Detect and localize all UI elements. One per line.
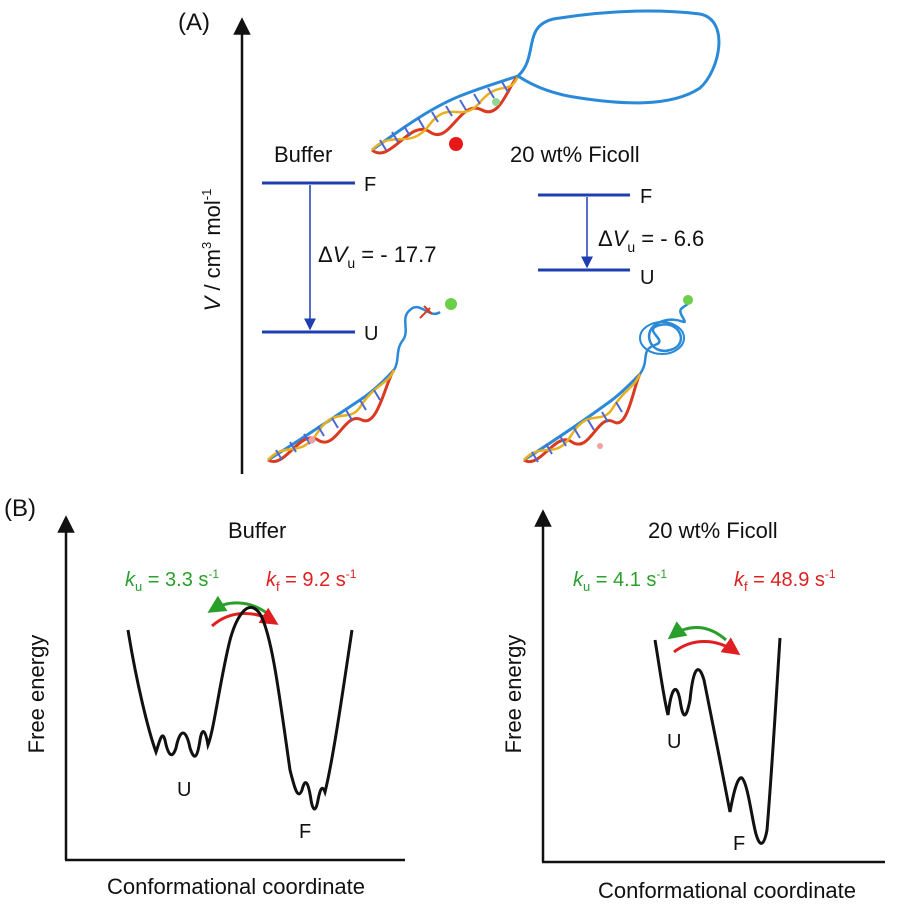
ficoll-delta-v: ΔVu = - 6.6	[598, 226, 704, 255]
volume-axis-label: V / cm3 mol-1	[199, 189, 225, 312]
buffer-landscape-title: Buffer	[228, 518, 286, 543]
buffer-level-f-label: F	[364, 174, 376, 196]
ficoll-title-a: 20 wt% Ficoll	[510, 142, 640, 167]
buffer-y-label: Free energy	[24, 635, 49, 754]
ficoll-level-f-label: F	[640, 186, 652, 208]
buffer-title: Buffer	[274, 142, 332, 167]
panel-b: (B) Buffer ku = 3.3 s-1 kf = 9.2 s-1 Fre…	[4, 495, 885, 903]
ficoll-landscape-title: 20 wt% Ficoll	[648, 518, 778, 543]
unfolded-dna-buffer-illustration	[267, 298, 457, 464]
unfolded-dna-ficoll-illustration	[523, 295, 693, 464]
buffer-level-u-label: U	[364, 323, 378, 345]
buffer-well-f: F	[299, 821, 311, 843]
ficoll-unfold-arrow	[667, 621, 727, 642]
ficoll-well-f: F	[733, 833, 745, 855]
ficoll-y-label: Free energy	[501, 635, 526, 754]
ficoll-fold-arrow	[673, 637, 741, 656]
buffer-landscape: Buffer ku = 3.3 s-1 kf = 9.2 s-1 Free en…	[24, 515, 405, 899]
panel-a: (A) V / cm3 mol-1 Buffer F U ΔVu = - 17.…	[178, 9, 721, 474]
ficoll-level-u-label: U	[640, 267, 654, 289]
buffer-well-u: U	[177, 779, 191, 801]
panel-b-label: (B)	[4, 495, 36, 522]
buffer-ku-label: ku = 3.3 s-1	[125, 567, 219, 594]
ficoll-kf-label: kf = 48.9 s-1	[734, 567, 836, 594]
folded-dna-illustration	[371, 9, 721, 155]
buffer-delta-v: ΔVu = - 17.7	[318, 242, 437, 271]
ficoll-x-label: Conformational coordinate	[598, 878, 856, 903]
buffer-x-label: Conformational coordinate	[107, 874, 365, 899]
buffer-energy-curve	[126, 605, 354, 811]
ficoll-energy-curve	[653, 637, 782, 845]
buffer-kf-label: kf = 9.2 s-1	[266, 567, 357, 594]
ficoll-landscape: 20 wt% Ficoll ku = 4.1 s-1 kf = 48.9 s-1…	[501, 509, 885, 903]
ficoll-ku-label: ku = 4.1 s-1	[573, 567, 667, 594]
panel-a-label: (A)	[178, 9, 210, 36]
ficoll-well-u: U	[667, 731, 681, 753]
